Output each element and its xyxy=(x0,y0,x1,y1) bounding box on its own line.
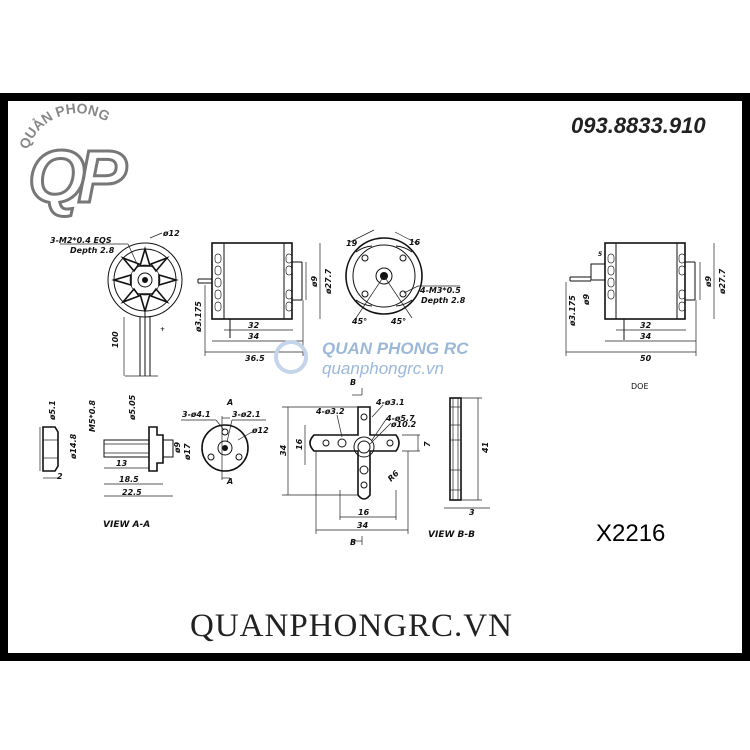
back-16: 16 xyxy=(409,238,421,247)
side1-d9: ø9 xyxy=(310,276,319,288)
prop-d5: ø5.05 xyxy=(128,394,137,421)
mount-4-d5-7: 4-ø5.7 xyxy=(385,414,415,423)
side2-d27-7: ø27.7 xyxy=(718,268,727,295)
screw-note: 3-M2*0.4 EQS xyxy=(50,236,112,245)
side2-d3-175: ø3.175 xyxy=(568,295,577,327)
view-bb-label: VIEW B-B xyxy=(428,530,475,540)
section-b-top: B xyxy=(350,378,356,387)
side1-d27-7: ø27.7 xyxy=(324,268,333,295)
mount-16h: 16 xyxy=(358,508,370,517)
nut-2: 2 xyxy=(57,472,63,481)
watermark-name: QUAN PHONG RC xyxy=(322,339,469,358)
section-b-bottom: B xyxy=(350,538,356,547)
side2-d9: ø9 xyxy=(704,276,713,288)
mount-16v: 16 xyxy=(295,438,304,450)
m3-depth: Depth 2.8 xyxy=(421,296,466,305)
hub-d12: ø12 xyxy=(251,426,269,435)
side2-34: 34 xyxy=(640,332,652,341)
section-a-top: A xyxy=(226,398,233,407)
phone-number: 093.8833.910 xyxy=(571,113,706,138)
mount-34h: 34 xyxy=(357,521,369,530)
hub-3-d2-1: 3-ø2.1 xyxy=(232,410,261,419)
hub-view: 3-ø4.1 3-ø2.1 ø12 A A xyxy=(181,398,269,486)
prop-22-5: 22.5 xyxy=(122,488,142,497)
bb-3: 3 xyxy=(469,508,475,517)
side-view-1: 32 34 36.5 ø9 ø27.7 ø3.175 xyxy=(194,242,333,363)
back-45b: 45° xyxy=(390,317,406,326)
nut-d5-1: ø5.1 xyxy=(48,400,57,421)
mount-7: 7 xyxy=(423,441,432,447)
section-a-bottom: A xyxy=(226,477,233,486)
side1-d3-175: ø3.175 xyxy=(194,301,203,333)
view-aa-label: VIEW A-A xyxy=(103,520,150,530)
side2-32: 32 xyxy=(640,321,652,330)
watermark: QUAN PHONG RC quanphongrc.vn xyxy=(274,339,469,378)
prop-adapter-view: 13 18.5 22.5 M5*0.8 ø5.05 ø9 ø17 VIEW A-… xyxy=(88,394,192,530)
m3-note: 4-M3*0.5 xyxy=(419,286,461,295)
footer-site: QUANPHONGRC.VN xyxy=(190,608,513,644)
prop-d17: ø17 xyxy=(183,443,192,461)
side1-32: 32 xyxy=(248,321,260,330)
mount-4-d3-2: 4-ø3.2 xyxy=(315,407,345,416)
prop-13: 13 xyxy=(116,459,128,468)
prop-d9: ø9 xyxy=(173,442,182,454)
back-19: 19 xyxy=(346,239,358,248)
model-label: X2216 xyxy=(596,520,665,547)
svg-text:+: + xyxy=(160,326,165,333)
doe-label: DOE xyxy=(631,382,649,391)
bb-41: 41 xyxy=(481,442,490,454)
front-100: 100 xyxy=(111,331,120,348)
nut-d14-8: ø14.8 xyxy=(69,433,78,460)
side2-50: 50 xyxy=(640,354,652,363)
logo-initials: QP xyxy=(28,135,128,218)
back-view: 19 16 45° 45° 4-M3*0.5 Depth 2.8 xyxy=(345,229,466,326)
qp-logo: QUẢN PHONG QP xyxy=(16,100,137,219)
screw-depth: Depth 2.8 xyxy=(70,246,115,255)
mount-d10-2: ø10.2 xyxy=(390,420,417,429)
side2-d9b: ø9 xyxy=(582,294,591,306)
back-45a: 45° xyxy=(351,317,367,326)
front-view: 3-M2*0.4 EQS Depth 2.8 ø12 100 + xyxy=(50,229,183,377)
side-view-2: 32 34 50 ø9 ø27.7 ø3.175 ø9 5 DOE xyxy=(565,242,727,391)
prop-18-5: 18.5 xyxy=(119,475,139,484)
svg-text:5: 5 xyxy=(598,251,602,258)
watermark-domain: quanphongrc.vn xyxy=(322,359,444,378)
side1-34: 34 xyxy=(248,332,260,341)
mount-34: 34 xyxy=(279,444,288,456)
side1-36-5: 36.5 xyxy=(245,354,265,363)
hub-3-d4-1: 3-ø4.1 xyxy=(182,410,211,419)
prop-m5: M5*0.8 xyxy=(88,400,97,432)
nut-view: ø5.1 ø14.8 2 xyxy=(39,400,78,481)
mount-4-d3-1: 4-ø3.1 xyxy=(375,398,405,407)
front-d12: ø12 xyxy=(162,229,180,238)
sheet-area xyxy=(8,101,742,653)
cross-mount-view: 4-ø3.2 4-ø3.1 4-ø5.7 ø10.2 34 16 7 R6 16… xyxy=(279,378,432,547)
view-bb: 41 3 VIEW B-B xyxy=(428,397,490,540)
